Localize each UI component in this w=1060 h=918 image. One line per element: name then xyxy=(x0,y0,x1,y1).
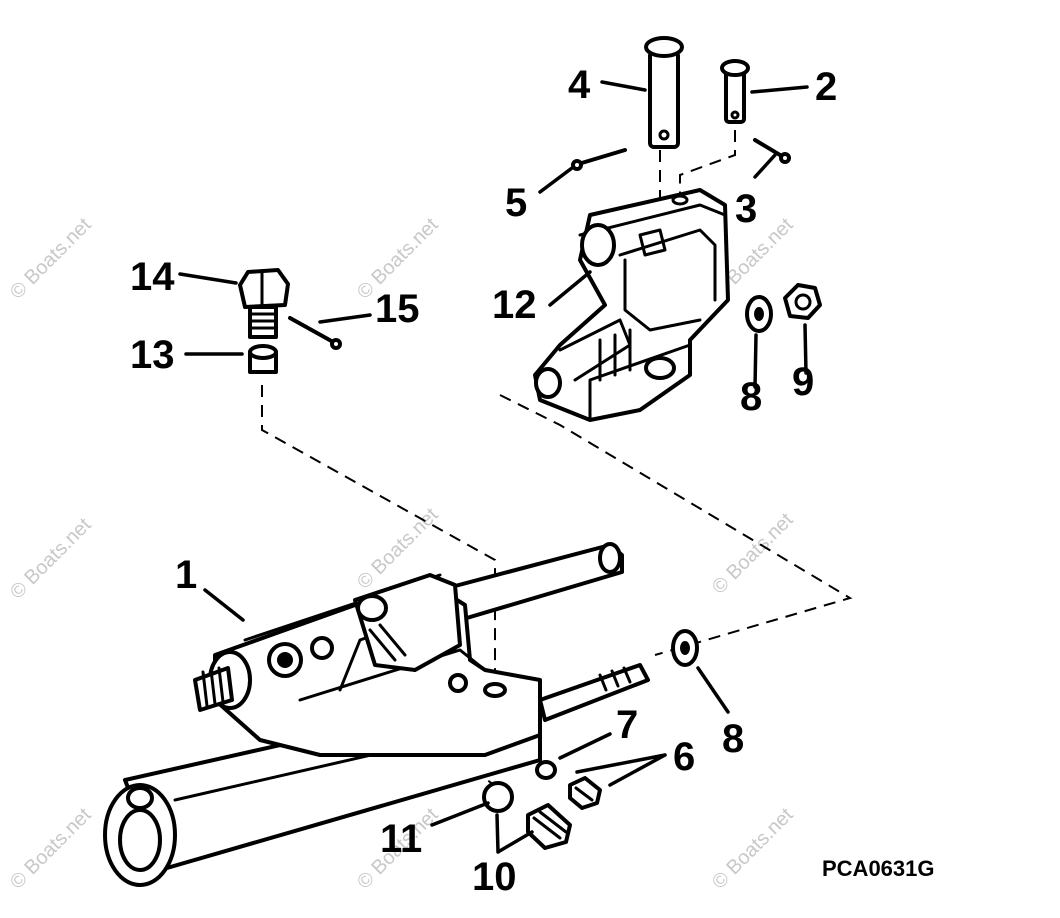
part-9-nut xyxy=(783,283,822,320)
part-8-washer-upper xyxy=(745,295,773,333)
callout-9: 9 xyxy=(792,360,814,404)
callout-12: 12 xyxy=(492,283,537,327)
part-12-bracket xyxy=(533,188,730,422)
part-2-pin xyxy=(720,59,750,124)
callout-4: 4 xyxy=(568,63,591,107)
part-3-cotter-pin xyxy=(753,138,791,164)
part-4-pin xyxy=(644,36,684,149)
part-6-fitting xyxy=(568,776,602,810)
part-15-cotter-pin xyxy=(288,316,342,350)
callout-5: 5 xyxy=(505,181,527,225)
callout-11: 11 xyxy=(380,817,422,861)
callout-14: 14 xyxy=(130,255,175,299)
callout-3: 3 xyxy=(735,187,757,231)
callout-7: 7 xyxy=(616,703,638,747)
part-14-bolt xyxy=(238,268,290,339)
callout-6: 6 xyxy=(673,735,695,779)
part-10-fitting xyxy=(526,803,572,850)
part-8-washer-lower xyxy=(671,629,699,667)
part-11-seal xyxy=(482,781,514,813)
callout-13: 13 xyxy=(130,333,175,377)
leader-lines xyxy=(178,80,809,854)
callout-1: 1 xyxy=(175,553,197,597)
part-1-cylinder-assembly xyxy=(103,542,650,887)
callout-8-lower: 8 xyxy=(722,717,744,761)
drawing-code: PCA0631G xyxy=(822,856,935,881)
part-13-bushing xyxy=(248,344,278,374)
part-5-cotter-pin xyxy=(571,148,627,171)
part-7-o-ring xyxy=(535,760,557,780)
callout-2: 2 xyxy=(815,65,837,109)
callout-labels: 1 2 3 4 5 6 7 8 8 9 10 11 12 13 14 15 xyxy=(130,63,837,899)
callout-10: 10 xyxy=(472,855,517,899)
callout-8-upper: 8 xyxy=(740,375,762,419)
callout-15: 15 xyxy=(375,287,420,331)
